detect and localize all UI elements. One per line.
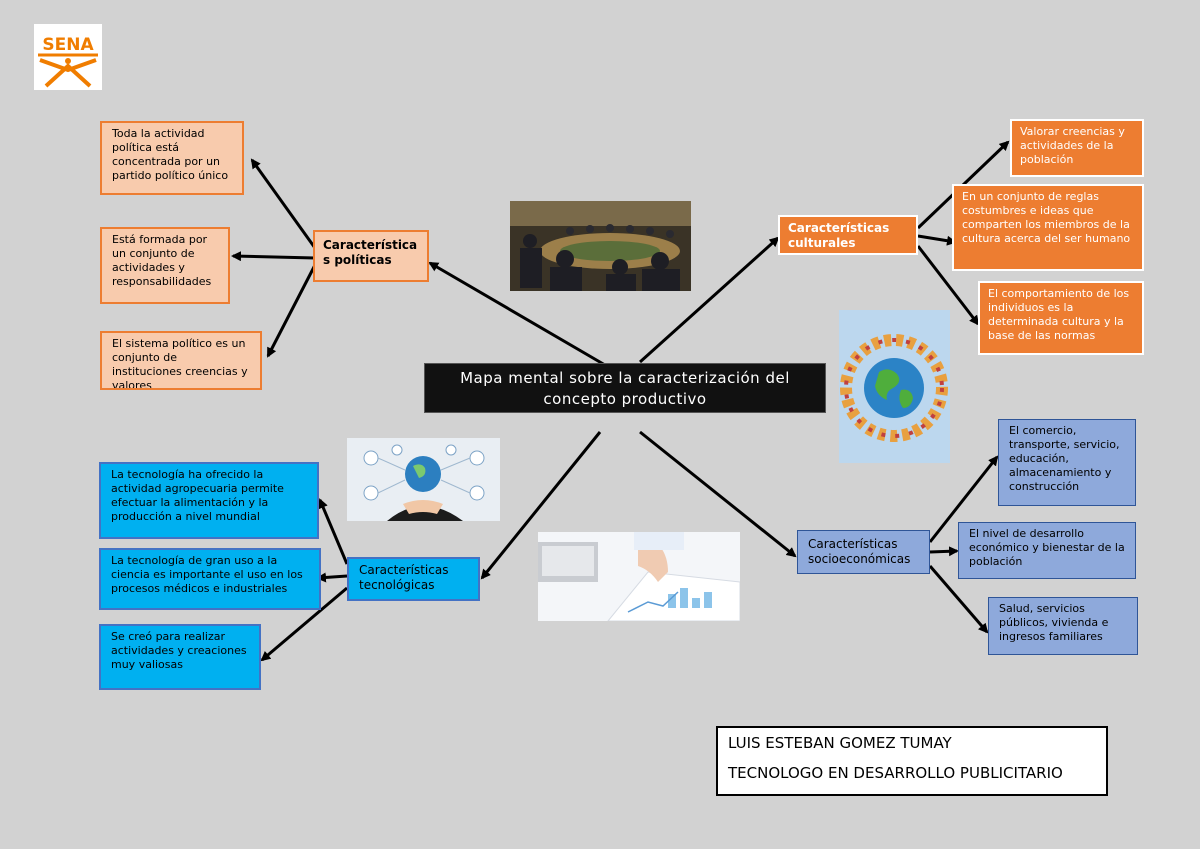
tecnologicas-item-2-text: La tecnología de gran uso a la ciencia e… bbox=[111, 554, 303, 595]
politicas-item-3: El sistema político es un conjunto de in… bbox=[100, 331, 262, 390]
tecnologicas-item-3: Se creó para realizar actividades y crea… bbox=[99, 624, 261, 690]
arrow-politicas-3 bbox=[266, 264, 317, 358]
hub-culturales-label: Características culturales bbox=[788, 221, 890, 250]
central-topic: Mapa mental sobre la caracterización del… bbox=[424, 363, 826, 413]
tecnologicas-item-1-text: La tecnología ha ofrecido la actividad a… bbox=[111, 468, 284, 523]
hub-politicas: Característica s políticas bbox=[313, 230, 429, 282]
arrow-tecnologicas-2 bbox=[316, 572, 348, 583]
arrow-socio-3 bbox=[928, 565, 989, 634]
socioeconomicas-item-3: Salud, servicios públicos, vivienda e in… bbox=[988, 597, 1138, 655]
arrow-center-tecnologicas bbox=[480, 431, 602, 580]
author-box: LUIS ESTEBAN GOMEZ TUMAY TECNOLOGO EN DE… bbox=[716, 726, 1108, 796]
culturales-item-3: El comportamiento de los individuos es l… bbox=[978, 281, 1144, 355]
tecnologicas-item-3-text: Se creó para realizar actividades y crea… bbox=[111, 630, 247, 671]
socioeconomicas-item-2: El nivel de desarrollo económico y biene… bbox=[958, 522, 1136, 579]
politicas-item-1-text: Toda la actividad política está concentr… bbox=[112, 127, 229, 182]
technology-globe-photo bbox=[347, 438, 500, 521]
tecnologicas-item-2: La tecnología de gran uso a la ciencia e… bbox=[99, 548, 321, 610]
arrow-socio-2 bbox=[929, 546, 959, 557]
world-cultures-photo bbox=[839, 310, 950, 463]
arrow-politicas-1 bbox=[250, 158, 317, 249]
culturales-item-1: Valorar creencias y actividades de la po… bbox=[1010, 119, 1144, 177]
arrow-tecnologicas-3 bbox=[260, 586, 348, 662]
culturales-item-2: En un conjunto de reglas costumbres e id… bbox=[952, 184, 1144, 271]
politicas-item-3-text: El sistema político es un conjunto de in… bbox=[112, 337, 248, 390]
arrow-center-culturales bbox=[638, 236, 780, 364]
politics-meeting-photo bbox=[510, 201, 691, 294]
business-charts-photo bbox=[538, 532, 741, 622]
hub-tecnologicas: Características tecnológicas bbox=[347, 557, 480, 601]
hub-socioeconomicas-label: Características socioeconómicas bbox=[808, 537, 911, 566]
tecnologicas-item-1: La tecnología ha ofrecido la actividad a… bbox=[99, 462, 319, 539]
socioeconomicas-item-1: El comercio, transporte, servicio, educa… bbox=[998, 419, 1136, 506]
arrow-center-politicas bbox=[428, 261, 606, 367]
hub-tecnologicas-label: Características tecnológicas bbox=[359, 563, 449, 592]
hub-politicas-label: Característica s políticas bbox=[323, 238, 418, 267]
arrow-politicas-2 bbox=[231, 251, 316, 262]
culturales-item-3-text: El comportamiento de los individuos es l… bbox=[988, 287, 1130, 342]
author-name: LUIS ESTEBAN GOMEZ TUMAY bbox=[728, 734, 952, 752]
socioeconomicas-item-3-text: Salud, servicios públicos, vivienda e in… bbox=[999, 602, 1109, 643]
sena-logo: SENA bbox=[34, 24, 102, 90]
culturales-item-2-text: En un conjunto de reglas costumbres e id… bbox=[962, 190, 1131, 245]
politicas-item-1: Toda la actividad política está concentr… bbox=[100, 121, 244, 195]
arrow-culturales-2 bbox=[917, 234, 957, 246]
hub-culturales: Características culturales bbox=[778, 215, 918, 255]
socioeconomicas-item-2-text: El nivel de desarrollo económico y biene… bbox=[969, 527, 1125, 568]
socioeconomicas-item-1-text: El comercio, transporte, servicio, educa… bbox=[1009, 424, 1120, 493]
arrow-center-socioeconomicas bbox=[639, 430, 797, 558]
arrow-culturales-3 bbox=[916, 245, 980, 326]
arrow-socio-1 bbox=[928, 455, 999, 543]
culturales-item-1-text: Valorar creencias y actividades de la po… bbox=[1020, 125, 1125, 166]
central-topic-text: Mapa mental sobre la caracterización del… bbox=[460, 369, 790, 408]
politicas-item-2-text: Está formada por un conjunto de activida… bbox=[112, 233, 212, 288]
sena-logo-text: SENA bbox=[42, 35, 94, 55]
politicas-item-2: Está formada por un conjunto de activida… bbox=[100, 227, 230, 304]
arrow-tecnologicas-1 bbox=[318, 498, 349, 565]
author-program: TECNOLOGO EN DESARROLLO PUBLICITARIO bbox=[728, 764, 1063, 782]
hub-socioeconomicas: Características socioeconómicas bbox=[797, 530, 930, 574]
